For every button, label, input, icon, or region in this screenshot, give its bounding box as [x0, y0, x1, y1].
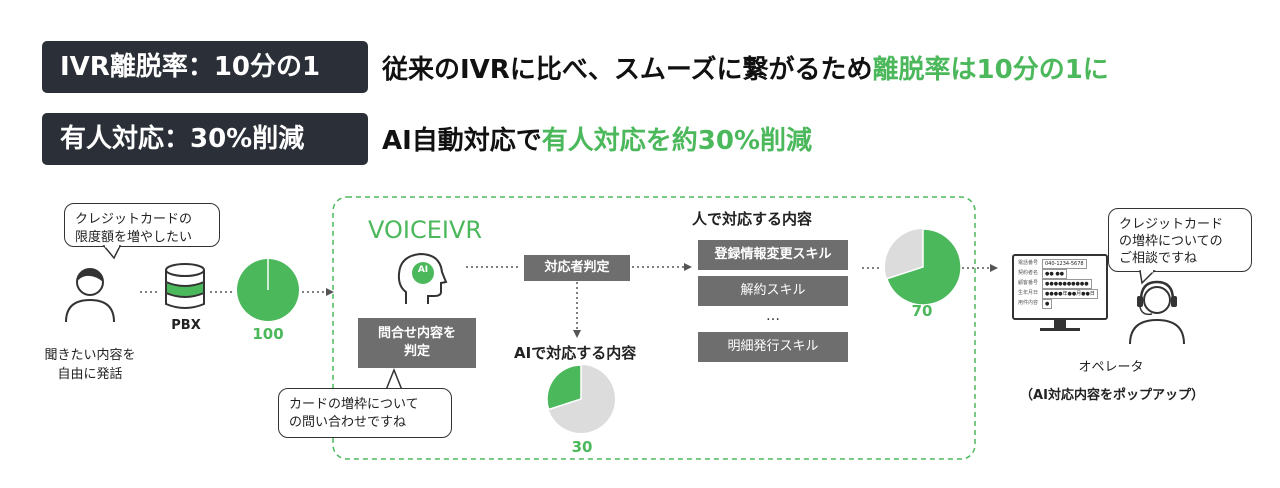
pie-ai-slice [546, 364, 582, 411]
headline-human-reduction: AI自動対応で有人対応を約30%削減 [382, 120, 812, 157]
operator-bubble-tail [1139, 269, 1156, 285]
pbx-label: PBX [171, 318, 201, 333]
voiceivr-title: VOICEIVR [368, 216, 483, 244]
headline-human-plain: AI自動対応で [382, 126, 542, 156]
badge-ivr-abandon-rate: IVR離脱率：10分の1 [42, 41, 368, 93]
database-icon [165, 263, 205, 309]
pie-human-slice [885, 228, 962, 306]
screen-row-label: 顧客番号 [1018, 280, 1039, 286]
caller-label: 聞きたい内容を 自由に発話 [30, 344, 150, 382]
ai-branch-title: AIで対応する内容 [514, 344, 637, 362]
voiceivr-frame [332, 196, 976, 460]
screen-row-label: 生年月日 [1018, 290, 1039, 296]
skill-box-statement: 明細発行スキル [698, 332, 848, 362]
caller-bubble-line1: クレジットカードの [75, 212, 193, 227]
operator-bubble-line3: ご相談ですね [1119, 251, 1198, 266]
screen-row: 顧客番号 ●●●●●●●●●● [1018, 279, 1102, 289]
screen-row-label: 契約者名 [1018, 270, 1039, 276]
skill-ellipsis: … [766, 308, 780, 324]
badge-human-reduction: 有人対応：30%削減 [42, 113, 368, 165]
pie-chart-100 [237, 259, 299, 321]
caller-speech-bubble: クレジットカードの 限度額を増やしたい [64, 203, 220, 247]
judge-inquiry-line2: 判定 [403, 344, 430, 359]
ai-head-text: AI [417, 265, 429, 275]
monitor-stand [1040, 320, 1080, 331]
headline-human-highlight: 有人対応を約30%削減 [541, 126, 813, 156]
pie-chart-human [885, 228, 962, 306]
headline-ivr-abandon: 従来のIVRに比べ、スムーズに繋がるため離脱率は10分の1に [382, 49, 1109, 86]
headline-ivr-highlight: 離脱率は10分の1に [872, 55, 1109, 85]
operator-sublabel: （AI対応内容をポップアップ） [1020, 388, 1204, 403]
operator-bubble-line2: の増枠についての [1119, 234, 1223, 249]
ivr-bubble-line1: カードの増枠について [289, 397, 419, 412]
ivr-bubble-tail [384, 367, 404, 391]
operator-label: オペレータ [1078, 360, 1144, 375]
pie-chart-ai [546, 364, 615, 433]
screen-row-value: ●●●●年●●月●●日 [1042, 289, 1098, 299]
caller-bubble-line2: 限度額を増やしたい [75, 230, 193, 245]
operator-bubble-line1: クレジットカード [1119, 217, 1224, 232]
judge-inquiry-box: 問合せ内容を 判定 [358, 318, 476, 368]
screen-row: 契約者名 ●● ●● [1018, 269, 1102, 279]
router-box: 対応者判定 [524, 255, 630, 281]
screen-row: 生年月日 ●●●●年●●月●●日 [1018, 289, 1102, 299]
monitor-icon: 電話番号 040-1234-5678 契約者名 ●● ●● 顧客番号 ●●●●●… [1012, 254, 1108, 320]
caller-label-line1: 聞きたい内容を [44, 348, 136, 363]
person-icon [65, 268, 115, 323]
screen-row-label: 電話番号 [1018, 260, 1039, 266]
caller-label-line2: 自由に発話 [57, 367, 123, 382]
screen-row-value: ●● ●● [1042, 269, 1068, 279]
ivr-speech-bubble: カードの増枠について の問い合わせですね [278, 388, 452, 438]
caller-bubble-tail [102, 244, 122, 260]
screen-row-value: 040-1234-5678 [1042, 259, 1087, 269]
screen-row-value: ●●●●●●●●●● [1042, 279, 1092, 289]
pie-ai-label: 30 [571, 438, 593, 456]
ai-head-icon [397, 252, 448, 304]
human-branch-title: 人で対応する内容 [692, 210, 813, 228]
skill-box-registration: 登録情報変更スキル [698, 240, 848, 270]
operator-speech-bubble: クレジットカード の増枠についての ご相談ですね [1108, 208, 1252, 272]
ivr-bubble-line2: の問い合わせですね [289, 415, 407, 430]
pie-100-label: 100 [252, 325, 284, 343]
headline-ivr-plain: 従来のIVRに比べ、スムーズに繋がるため [382, 55, 873, 85]
headset-operator-icon [1129, 280, 1185, 345]
skill-box-cancellation: 解約スキル [698, 276, 848, 306]
screen-row: 電話番号 040-1234-5678 [1018, 259, 1102, 269]
screen-row-label: 用件内容 [1018, 300, 1039, 306]
judge-inquiry-line1: 問合せ内容を [377, 326, 456, 341]
pie-human-label: 70 [911, 302, 933, 320]
screen-row-value: ● [1042, 299, 1053, 309]
screen-row: 用件内容 ● [1018, 299, 1102, 309]
